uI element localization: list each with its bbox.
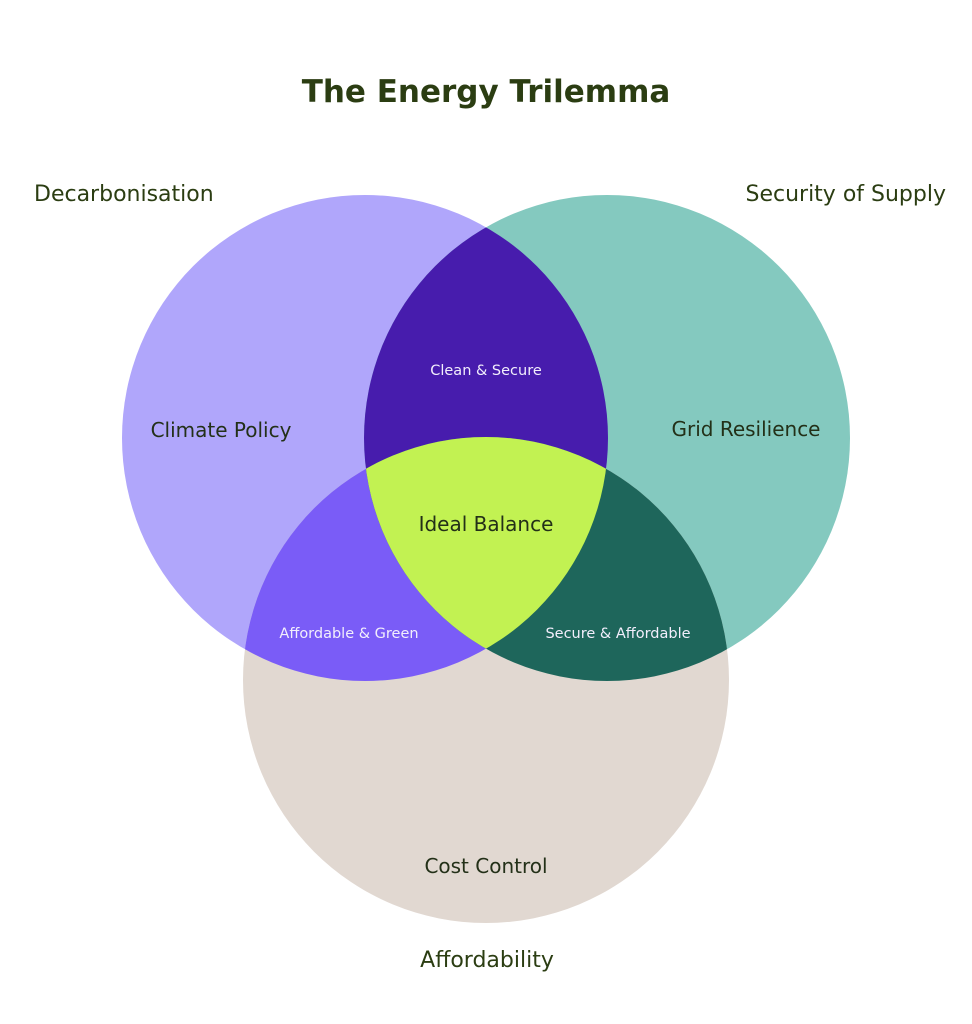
inner-label-climate-policy: Climate Policy	[151, 418, 292, 442]
set-label-security-of-supply: Security of Supply	[745, 182, 946, 207]
label-ideal-balance: Ideal Balance	[419, 512, 554, 536]
diagram-title: The Energy Trilemma	[302, 74, 671, 110]
label-secure-affordable: Secure & Affordable	[545, 626, 690, 642]
set-label-affordability: Affordability	[420, 948, 554, 973]
label-clean-secure: Clean & Secure	[430, 363, 542, 379]
inner-label-grid-resilience: Grid Resilience	[671, 417, 820, 441]
inner-label-cost-control: Cost Control	[424, 854, 547, 878]
label-affordable-green: Affordable & Green	[279, 626, 418, 642]
set-label-decarbonisation: Decarbonisation	[34, 182, 214, 207]
